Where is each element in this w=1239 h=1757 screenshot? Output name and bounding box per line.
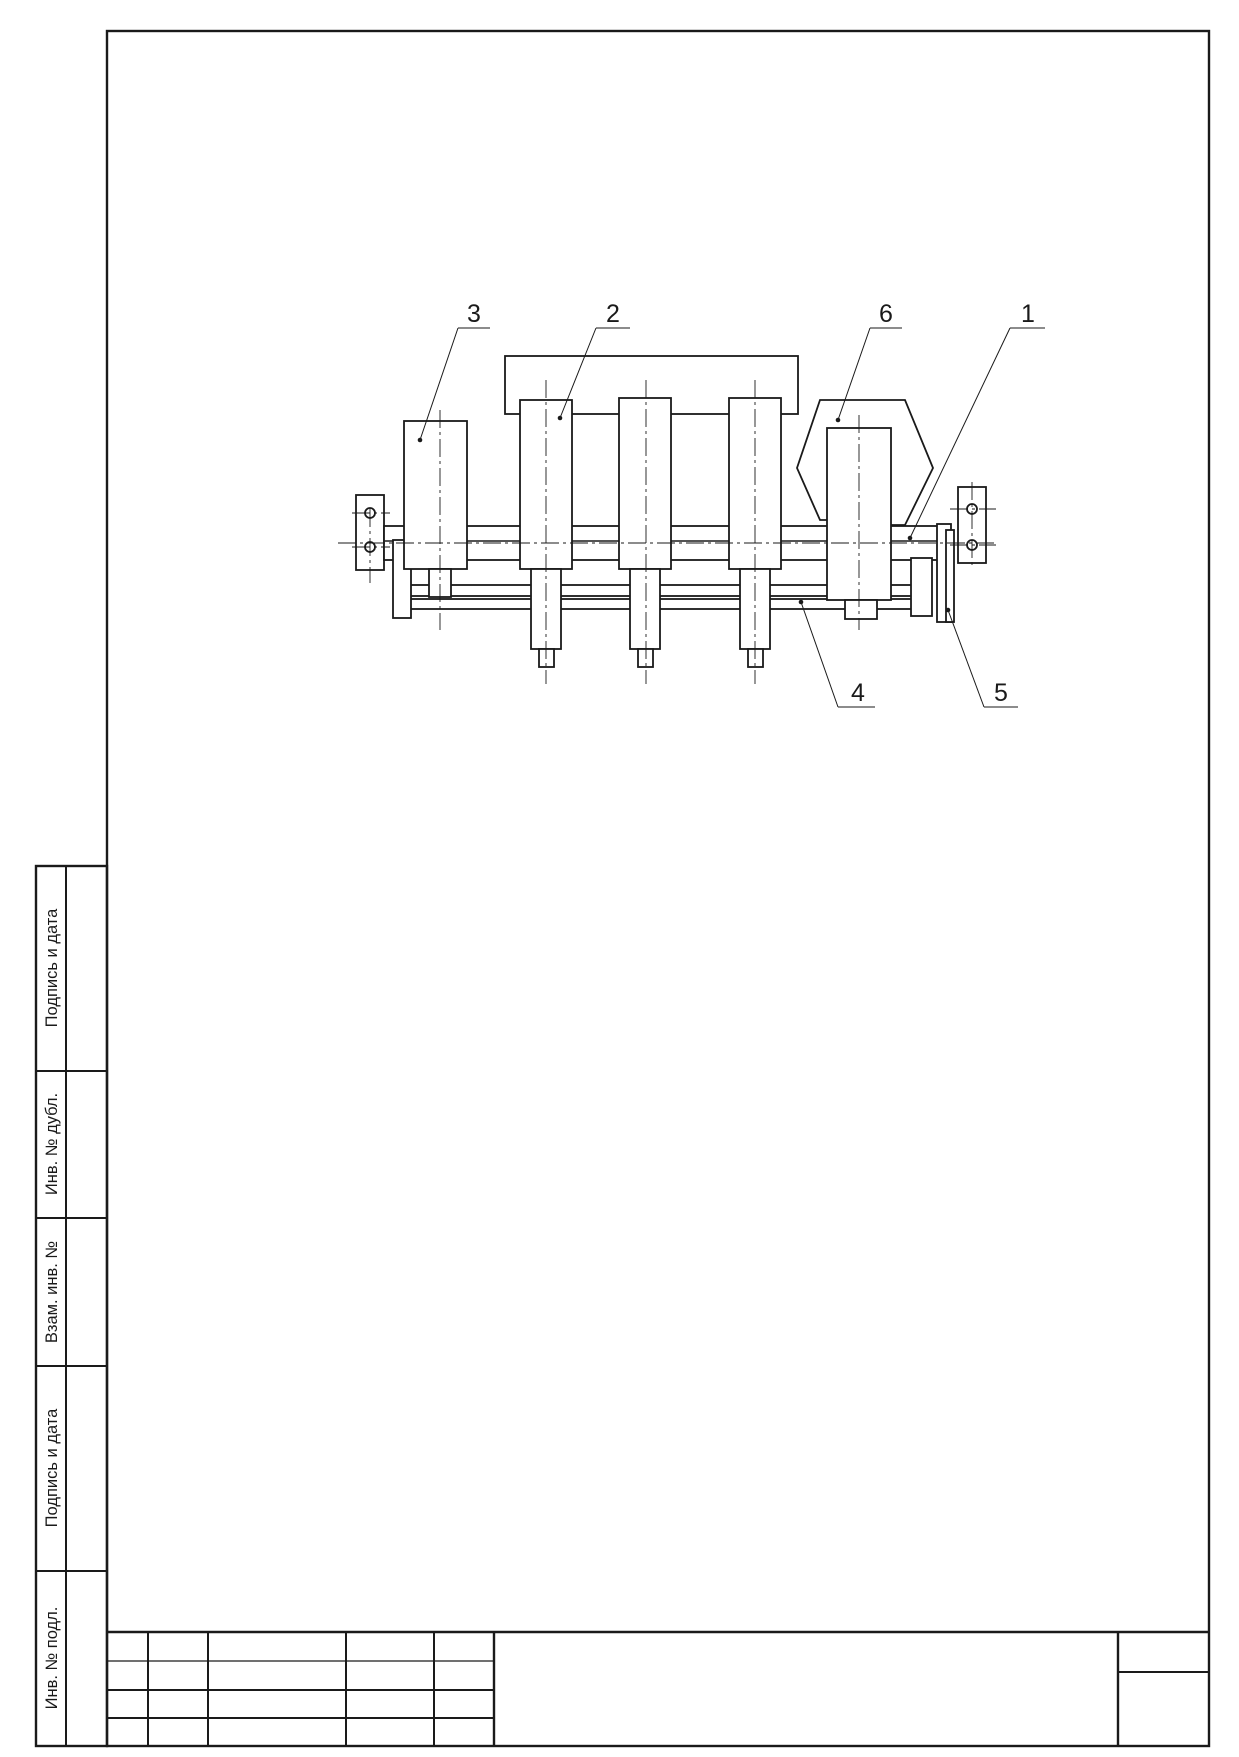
side-stamp: Инв. № подл. Подпись и дата Взам. инв. №… bbox=[34, 864, 109, 1748]
cylinder-2 bbox=[618, 397, 672, 570]
title-block bbox=[107, 1630, 1209, 1746]
right-coupling bbox=[910, 557, 933, 617]
callout-6: 6 bbox=[879, 300, 893, 328]
callout-1: 1 bbox=[1021, 300, 1035, 328]
stamp-label-signature-date-upper: Подпись и дата bbox=[43, 908, 61, 1027]
callout-5: 5 bbox=[994, 679, 1008, 707]
stamp-label-inv-podl: Инв. № подл. bbox=[43, 1607, 61, 1710]
callout-leaders bbox=[417, 327, 1045, 708]
callout-2: 2 bbox=[606, 300, 620, 328]
cylinder-part-3 bbox=[403, 420, 468, 570]
stamp-label-inv-dubl: Инв. № дубл. bbox=[43, 1093, 61, 1195]
mechanism-drawing bbox=[338, 355, 998, 684]
callout-4: 4 bbox=[851, 679, 865, 707]
stamp-label-vzam-inv: Взам. инв. № bbox=[43, 1241, 61, 1344]
callout-3: 3 bbox=[467, 300, 481, 328]
sheet-frame bbox=[105, 29, 1211, 1748]
stamp-label-signature-date-lower: Подпись и дата bbox=[43, 1408, 61, 1527]
